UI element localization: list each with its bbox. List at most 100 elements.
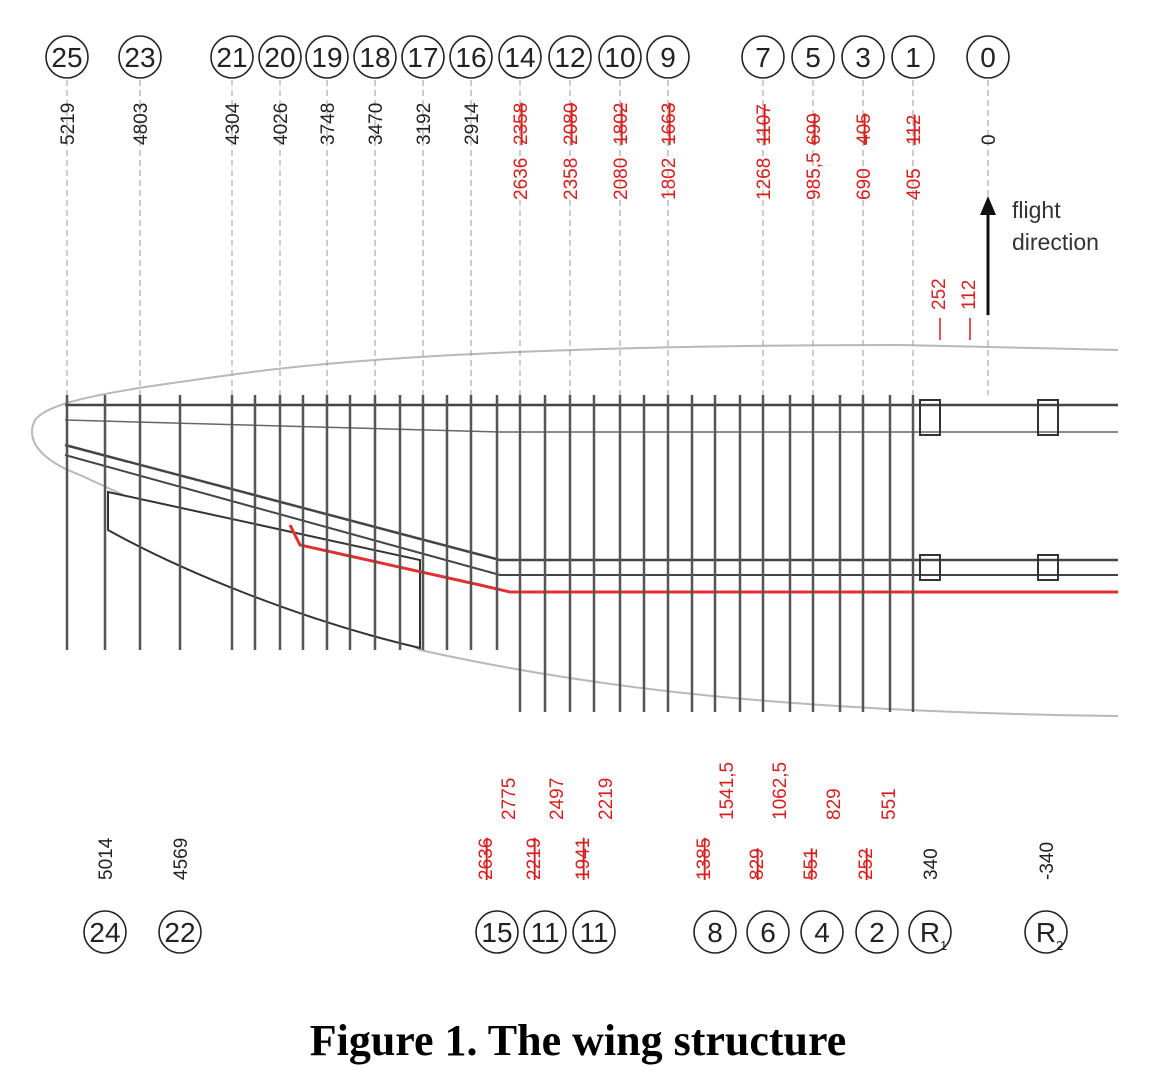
rib-marker-circle — [572, 910, 616, 954]
rib-marker-label: 6 — [760, 917, 776, 948]
rib-marker-label: 10 — [604, 42, 635, 73]
rib-position-new: 1268 — [754, 158, 775, 200]
rib-position-label: 0 — [979, 134, 1000, 145]
rib-marker-circle — [1024, 910, 1068, 954]
rib-marker-label: 16 — [455, 42, 486, 73]
rib-marker-circle — [966, 35, 1010, 79]
rib-position-old: 1107 — [754, 104, 775, 145]
control-rod — [288, 524, 1118, 594]
flight-arrow-head — [980, 196, 996, 215]
rib-position-new: 2358 — [561, 158, 582, 200]
rib-marker-circle — [118, 35, 162, 79]
spar-label-b: 112 — [959, 280, 980, 310]
root-fitting-2 — [919, 554, 941, 581]
rib-position-new: 1062,5 — [770, 762, 791, 820]
rib-position-old: 405 — [854, 113, 875, 145]
root-fitting-3 — [1037, 399, 1059, 436]
rib-position-label: 4026 — [271, 103, 292, 145]
rib-position-label: 3470 — [366, 103, 387, 145]
rib-position-label: -340 — [1037, 842, 1058, 880]
rib-position-label: 4803 — [131, 103, 152, 145]
rib-marker-circle — [475, 910, 519, 954]
root-fitting-4 — [1037, 554, 1059, 581]
rib-position-new: 829 — [824, 788, 845, 820]
rib-lines — [65, 395, 915, 712]
rib-position-new: 551 — [879, 788, 900, 820]
rib-position-new: 2219 — [596, 778, 617, 820]
rib-position-label: 3192 — [414, 103, 435, 145]
rib-position-old: 551 — [801, 848, 822, 880]
rib-position-old: 1385 — [694, 838, 715, 880]
rib-marker-label: 0 — [980, 42, 996, 73]
rib-position-old: 252 — [856, 848, 877, 880]
rib-marker-label: 12 — [554, 42, 585, 73]
rib-position-old: 1941 — [573, 838, 594, 880]
rib-position-label: 4569 — [171, 838, 192, 880]
rib-marker-circle — [891, 35, 935, 79]
rib-marker-label: 5 — [805, 42, 821, 73]
rib-position-new: 2636 — [511, 158, 532, 200]
rib-marker-label: 23 — [124, 42, 155, 73]
rib-marker-circle — [498, 35, 542, 79]
rib-marker-circle — [258, 35, 302, 79]
rib-marker-circle — [548, 35, 592, 79]
rib-marker-label: 17 — [407, 42, 438, 73]
rib-position-old: 1663 — [659, 103, 680, 145]
rib-position-label: 4304 — [223, 102, 244, 145]
rib-position-label: 5219 — [58, 103, 79, 145]
rib-marker-circle — [746, 910, 790, 954]
rib-position-old: 2358 — [511, 103, 532, 145]
rib-marker-label: 9 — [660, 42, 676, 73]
bottom-rib-markers: 2450142245691526362775112219249711194122… — [83, 762, 1068, 954]
rib-marker-label: 4 — [814, 917, 830, 948]
rib-marker-label: 21 — [216, 42, 247, 73]
rib-marker-label: 8 — [707, 917, 723, 948]
rib-marker-label: 1 — [905, 42, 921, 73]
rib-marker-label: R — [920, 917, 940, 948]
rib-position-label: 2914 — [462, 102, 483, 145]
rib-position-label: 340 — [921, 848, 942, 880]
rib-position-new: 2497 — [547, 778, 568, 820]
aileron — [107, 490, 421, 650]
rib-marker-circle — [45, 35, 89, 79]
rib-marker-circle — [83, 910, 127, 954]
rib-marker-label: 11 — [530, 917, 559, 948]
rib-marker-circle — [693, 910, 737, 954]
rib-position-new: 985,5 — [804, 152, 825, 200]
rib-marker-circle — [353, 35, 397, 79]
rib-marker-sub: 1 — [940, 938, 947, 953]
rib-marker-circle — [401, 35, 445, 79]
root-fitting-1 — [919, 399, 941, 436]
rib-marker-label: 3 — [855, 42, 871, 73]
wing-outline — [31, 343, 1119, 717]
rib-marker-label: 22 — [164, 917, 195, 948]
rib-position-new: 2080 — [611, 158, 632, 200]
rib-marker-label: 20 — [264, 42, 295, 73]
rib-marker-circle — [841, 35, 885, 79]
rib-marker-label: 11 — [579, 917, 608, 948]
rib-position-old: 2080 — [561, 103, 582, 145]
rib-marker-label: 15 — [481, 917, 512, 948]
rib-marker-label: 19 — [311, 42, 342, 73]
rib-marker-sub: 2 — [1056, 938, 1063, 953]
rib-position-new: 405 — [904, 168, 925, 200]
rib-position-new: 690 — [854, 168, 875, 200]
rib-marker-circle — [791, 35, 835, 79]
rib-position-label: 5014 — [96, 837, 117, 880]
flight-label-1: flight — [1012, 197, 1061, 223]
wing-diagram: 2552192348032143042040261937481834701731… — [31, 35, 1119, 954]
rib-marker-label: 7 — [755, 42, 771, 73]
rib-position-new: 1802 — [659, 158, 680, 200]
flight-label-2: direction — [1012, 229, 1099, 255]
rib-position-new: 1541,5 — [717, 762, 738, 820]
rib-marker-label: R — [1036, 917, 1056, 948]
rib-marker-label: 24 — [89, 917, 120, 948]
rib-marker-circle — [305, 35, 349, 79]
rib-marker-circle — [158, 910, 202, 954]
rib-marker-circle — [800, 910, 844, 954]
rib-marker-circle — [741, 35, 785, 79]
rib-marker-circle — [598, 35, 642, 79]
rib-marker-circle — [449, 35, 493, 79]
rib-position-old: 112 — [904, 115, 925, 145]
rib-marker-circle — [855, 910, 899, 954]
